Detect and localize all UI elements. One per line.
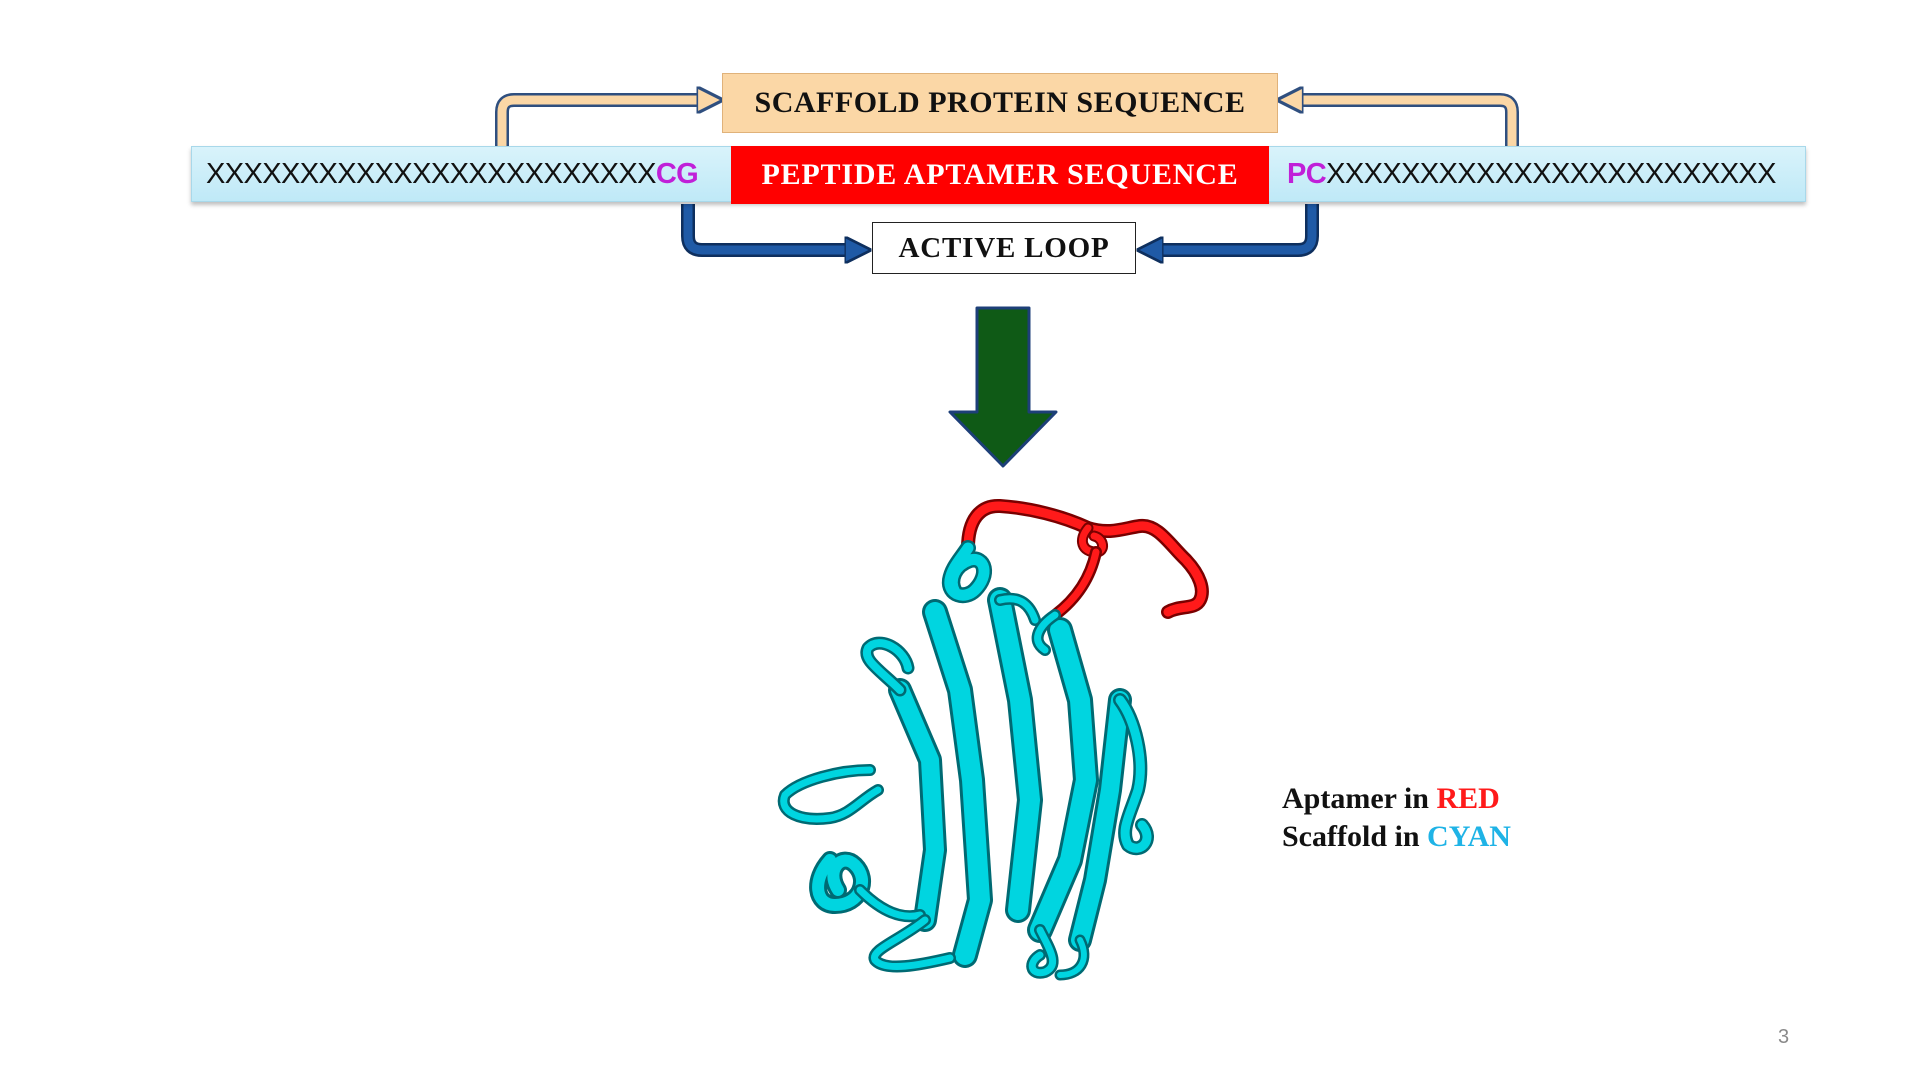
aptamer-label: PEPTIDE APTAMER SEQUENCE [761, 158, 1239, 191]
legend-scaffold: Scaffold in CYAN [1282, 818, 1511, 856]
down-arrow-icon [948, 306, 1058, 468]
legend-aptamer: Aptamer in RED [1282, 780, 1511, 818]
motif-right: PC [1287, 158, 1327, 190]
scaffold-arrow-right [1290, 100, 1519, 146]
sequence-left-residues: XXXXXXXXXXXXXXXXXXXXXXXX [206, 158, 656, 190]
protein-structure-icon [777, 499, 1209, 981]
active-loop-box: ACTIVE LOOP [872, 222, 1136, 274]
scaffold-arrow-left [495, 100, 710, 146]
peptide-aptamer-sequence-box: PEPTIDE APTAMER SEQUENCE [731, 146, 1269, 204]
page-number: 3 [1778, 1026, 1790, 1048]
loop-arrow-right [1150, 204, 1319, 250]
sequence-right-residues: XXXXXXXXXXXXXXXXXXXXXXXX [1326, 158, 1776, 190]
loop-arrow-left [681, 204, 858, 250]
legend-scaffold-color: CYAN [1427, 820, 1511, 853]
scaffold-label: SCAFFOLD PROTEIN SEQUENCE [754, 86, 1246, 119]
sequence-right: PCXXXXXXXXXXXXXXXXXXXXXXXX [1287, 146, 1777, 202]
loop-label: ACTIVE LOOP [898, 231, 1110, 264]
scaffold-protein-sequence-box: SCAFFOLD PROTEIN SEQUENCE [722, 73, 1278, 133]
color-legend: Aptamer in RED Scaffold in CYAN [1282, 780, 1511, 856]
sequence-left: XXXXXXXXXXXXXXXXXXXXXXXXCG [206, 146, 699, 202]
legend-scaffold-text: Scaffold in [1282, 820, 1428, 853]
scaffold-ribbon [777, 540, 1154, 981]
legend-aptamer-color: RED [1436, 782, 1500, 815]
legend-aptamer-text: Aptamer in [1282, 782, 1437, 815]
motif-left: CG [655, 158, 699, 190]
aptamer-loop [961, 499, 1209, 621]
